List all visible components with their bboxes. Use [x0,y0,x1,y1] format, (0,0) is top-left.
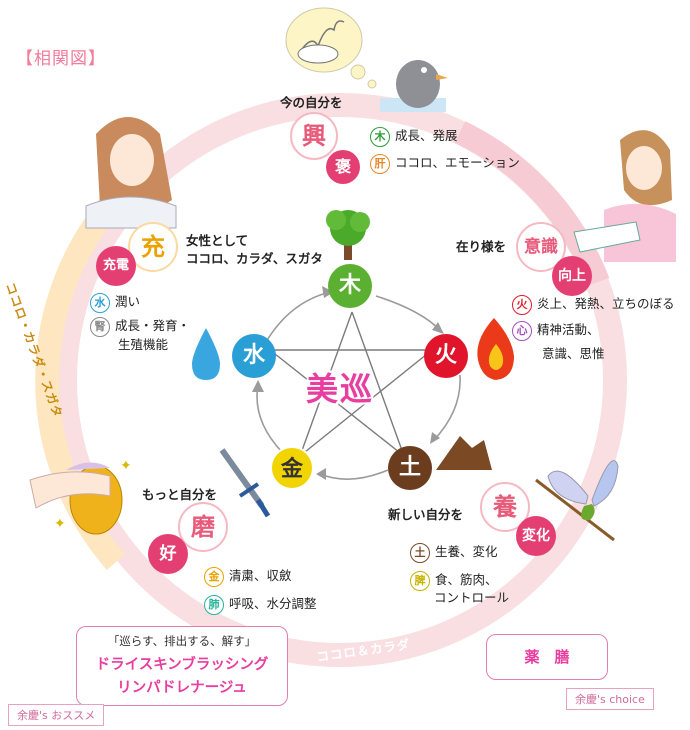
top-item-2-text: ココロ、エモーション [395,155,520,170]
outer-ring-top-arc [454,121,610,287]
left-heading-1: 女性として [186,233,249,248]
sword-illustration [219,448,271,518]
top-item-1-text: 成長、発展 [395,128,458,143]
top-item-2-chip: 肝 [370,153,390,174]
bottom-left-item-2-chip: 肺 [204,594,224,615]
right-heading: 在り様を [456,239,507,254]
left-big-circle: 充 [128,222,178,272]
bottom-left-item-1-text: 清粛、収斂 [229,568,292,583]
bottom-left-big-circle: 磨 [178,502,228,552]
choice-box[interactable]: 薬 膳 [486,634,608,680]
bottom-right-item-1-chip: 土 [410,542,430,563]
bottom-right-item-2: 脾食、筋肉、 [410,570,498,591]
top-small-circle: 褒 [326,150,360,184]
top-big-circle: 興 [290,112,338,160]
choice-text: 薬 膳 [524,648,570,666]
element-fire: 火 [424,334,468,378]
bottom-right-item-1-text: 生養、変化 [435,544,498,559]
recommend-line-1: 「巡らす、排出する、解す」 [107,634,257,648]
bottom-right-item-2-text: 食、筋肉、 [435,572,498,587]
left-item-1-chip: 水 [90,292,110,313]
right-item-1-text: 炎上、発熱、立ちのぼる [537,296,675,311]
center-label: 美巡 [306,370,375,408]
butterfly-illustration [535,460,619,542]
bottom-right-small-circle: 変化 [516,516,556,556]
fire-inner-icon [488,344,504,370]
right-item-1-chip: 火 [512,294,532,315]
bottom-right-item-1: 土生養、変化 [410,542,498,563]
svg-text:✦: ✦ [54,516,66,532]
bottom-right-item-2-chip: 脾 [410,570,430,591]
recommend-line-3: リンパドレナージュ [117,680,247,696]
left-item-2-chip: 腎 [90,316,110,337]
top-item-2: 肝ココロ、エモーション [370,153,520,174]
left-heading-2: ココロ、カラダ、スガタ [186,251,323,266]
recommend-tag: 余慶's おススメ [8,704,105,726]
woman-right-illustration [573,130,676,262]
pentagram [269,311,433,457]
svg-text:✦: ✦ [120,458,132,474]
right-small-circle: 向上 [552,256,592,296]
page-title: 【相関図】 [16,49,106,69]
left-item-1: 水潤い [90,292,140,313]
recommend-box[interactable]: 「巡らす、排出する、解す」 ドライスキンブラッシング リンパドレナージュ [76,626,288,706]
left-item-1-text: 潤い [115,294,141,309]
right-item-2-text: 精神活動、 [537,322,600,337]
recommend-line-2: ドライスキンブラッシング [95,657,269,673]
left-item-2: 腎成長・発育・ [90,316,190,337]
mountain-icon [436,436,492,470]
top-item-1-chip: 木 [370,126,390,147]
right-item-2: 心精神活動、 [512,320,600,341]
woman-left-illustration [85,117,177,229]
left-item-2-text: 成長・発育・ [115,318,191,333]
element-water: 水 [232,334,276,378]
bottom-left-small-circle: 好 [148,534,188,574]
bottom-right-heading: 新しい自分を [388,507,464,522]
water-drop-icon [192,328,220,380]
duckling-illustration [380,60,448,112]
bottom-left-item-1: 金清粛、収斂 [204,566,292,587]
element-metal: 金 [270,446,314,490]
bottom-left-item-2: 肺呼吸、水分調整 [204,594,317,615]
bottom-left-heading: もっと自分を [142,487,218,502]
bottom-right-item-3-text: コントロール [434,590,510,605]
tree-icon [326,210,370,260]
bottom-right-big-circle: 養 [480,482,530,532]
left-small-circle: 充電 [96,246,136,286]
element-earth: 土 [388,446,432,490]
golden-egg-illustration: ✦ ✦ [29,458,132,535]
right-item-3-text: 意識、思惟 [542,346,605,361]
right-item-1: 火炎上、発熱、立ちのぼる [512,294,675,315]
choice-tag: 余慶's choice [566,688,654,710]
bottom-left-item-2-text: 呼吸、水分調整 [229,596,317,611]
bottom-left-item-1-chip: 金 [204,566,224,587]
outer-ring [53,93,627,667]
swan-illustration [285,7,377,89]
left-item-3-text: 生殖機能 [118,337,169,352]
right-item-2-chip: 心 [512,320,532,341]
top-heading: 今の自分を [280,95,343,110]
top-item-1: 木成長、発展 [370,126,458,147]
right-big-circle: 意識 [516,222,566,272]
element-wood: 木 [328,264,372,308]
